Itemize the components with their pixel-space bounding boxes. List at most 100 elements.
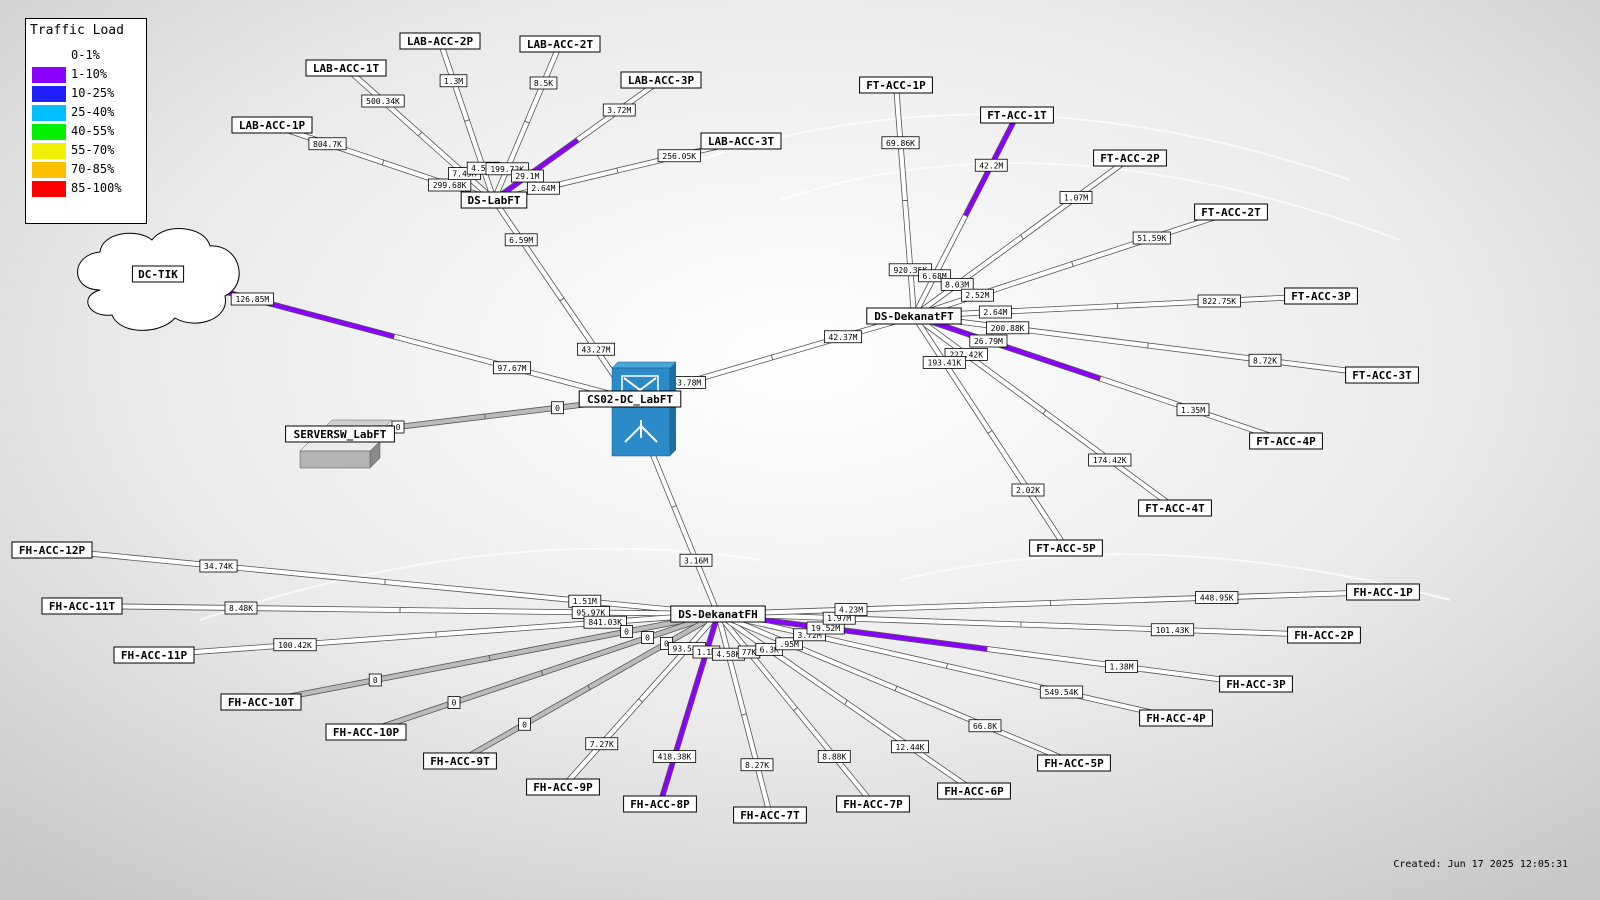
bandwidth-label-text: .95M xyxy=(780,640,799,649)
node-fh-acc-12p[interactable]: FH-ACC-12P xyxy=(11,541,93,559)
bandwidth-label-text: 8.88K xyxy=(822,753,846,762)
node-fh-acc-10t[interactable]: FH-ACC-10T xyxy=(220,693,302,711)
bandwidth-label: 8.03M xyxy=(940,277,974,291)
node-ft-acc-2t[interactable]: FT-ACC-2T xyxy=(1194,203,1268,221)
node-lab-acc-3p[interactable]: LAB-ACC-3P xyxy=(620,71,702,89)
legend-item-25-40: 25-40% xyxy=(30,103,144,122)
bandwidth-label-text: 0 xyxy=(664,639,669,648)
bandwidth-label-text: 6.3K xyxy=(760,645,779,654)
node-ds-dekanatfh[interactable]: DS-DekanatFH xyxy=(670,605,766,623)
bandwidth-label-box xyxy=(224,601,258,615)
legend-label: 10-25% xyxy=(71,86,115,100)
node-label-box xyxy=(980,106,1054,124)
bandwidth-label: 8.72K xyxy=(1248,353,1282,367)
node-label-text: FH-ACC-12P xyxy=(19,544,86,557)
bandwidth-label-text: 2.64M xyxy=(531,184,555,193)
node-label-box xyxy=(937,782,1011,800)
bandwidth-label-text: 500.34K xyxy=(366,97,400,106)
bandwidth-label-box xyxy=(1059,191,1093,204)
bandwidth-label-box xyxy=(1197,294,1241,308)
node-lab-acc-2t[interactable]: LAB-ACC-2T xyxy=(519,35,601,53)
legend-swatch xyxy=(32,86,66,102)
node-lab-acc-3t[interactable]: LAB-ACC-3T xyxy=(700,132,782,150)
bandwidth-label: 822.75K xyxy=(1197,294,1241,308)
bandwidth-label: 1.07M xyxy=(1059,191,1093,204)
node-label-box xyxy=(1345,366,1419,384)
node-ft-acc-4t[interactable]: FT-ACC-4T xyxy=(1138,499,1212,517)
bandwidth-label-text: 8.27K xyxy=(745,761,769,770)
node-label-box xyxy=(285,425,395,443)
node-serversw[interactable]: SERVERSW_LabFT xyxy=(285,425,395,443)
node-lab-acc-2p[interactable]: LAB-ACC-2P xyxy=(399,32,481,50)
node-ft-acc-5p[interactable]: FT-ACC-5P xyxy=(1029,539,1103,557)
node-ds-dekanatft[interactable]: DS-DekanatFT xyxy=(866,307,962,325)
node-label-box xyxy=(1037,754,1111,772)
bandwidth-label-box xyxy=(308,137,347,151)
node-ft-acc-3t[interactable]: FT-ACC-3T xyxy=(1345,366,1419,384)
node-fh-acc-5p[interactable]: FH-ACC-5P xyxy=(1037,754,1111,772)
bandwidth-label-text: 42.2M xyxy=(979,161,1003,170)
bandwidth-label-text: 1.07M xyxy=(1064,194,1088,203)
node-fh-acc-9t[interactable]: FH-ACC-9T xyxy=(423,752,497,770)
bandwidth-label-text: 0 xyxy=(452,699,457,708)
node-label-box xyxy=(733,806,807,824)
node-label-box xyxy=(305,59,387,77)
node-label-text: FH-ACC-7T xyxy=(740,809,800,822)
node-fh-acc-3p[interactable]: FH-ACC-3P xyxy=(1219,675,1293,693)
node-fh-acc-10p[interactable]: FH-ACC-10P xyxy=(325,723,407,741)
legend-item-1-10: 1-10% xyxy=(30,65,144,84)
node-ft-acc-2p[interactable]: FT-ACC-2P xyxy=(1093,149,1167,167)
bandwidth-label: 34.74K xyxy=(199,559,238,573)
node-fh-acc-11t[interactable]: FH-ACC-11T xyxy=(41,597,123,615)
bandwidth-label-text: 549.54K xyxy=(1045,688,1079,697)
node-ft-acc-1p[interactable]: FT-ACC-1P xyxy=(859,76,933,94)
bandwidth-label-text: 7.27K xyxy=(590,740,614,749)
node-lab-acc-1t[interactable]: LAB-ACC-1T xyxy=(305,59,387,77)
bandwidth-label: 2.52M xyxy=(961,288,994,302)
bandwidth-label-text: 0 xyxy=(373,676,378,685)
node-ft-acc-3p[interactable]: FT-ACC-3P xyxy=(1284,287,1358,305)
node-fh-acc-11p[interactable]: FH-ACC-11P xyxy=(113,646,195,664)
bandwidth-label-box xyxy=(817,750,851,763)
bandwidth-label: 100.42K xyxy=(273,638,317,652)
bandwidth-label: 4.58K xyxy=(712,647,745,661)
node-core[interactable]: CS02-DC_LabFT xyxy=(578,390,682,408)
bandwidth-label-box xyxy=(273,638,317,652)
node-label-box xyxy=(113,646,195,664)
bandwidth-label-text: 4.58K xyxy=(716,650,740,659)
node-fh-acc-8p[interactable]: FH-ACC-8P xyxy=(623,795,697,813)
node-fh-acc-9p[interactable]: FH-ACC-9P xyxy=(526,778,600,796)
node-ft-acc-1t[interactable]: FT-ACC-1T xyxy=(980,106,1054,124)
node-fh-acc-1p[interactable]: FH-ACC-1P xyxy=(1346,583,1420,601)
node-label-text: FT-ACC-3T xyxy=(1352,369,1412,382)
bandwidth-label: 6.59M xyxy=(504,233,538,247)
bandwidth-label-box xyxy=(1132,231,1171,245)
bandwidth-label-box xyxy=(1011,483,1045,497)
bandwidth-label: 0 xyxy=(368,673,382,687)
node-label-box xyxy=(1249,432,1323,450)
bandwidth-label-text: 126.85M xyxy=(236,295,270,304)
bandwidth-label-text: 66.8K xyxy=(973,722,997,731)
node-ft-acc-4p[interactable]: FT-ACC-4P xyxy=(1249,432,1323,450)
bandwidth-label-text: 0 xyxy=(522,720,527,729)
node-ds-labft[interactable]: DS-LabFT xyxy=(460,191,528,209)
bandwidth-label-text: 0 xyxy=(624,628,629,637)
bandwidth-label-box xyxy=(527,181,560,195)
node-lab-acc-1p[interactable]: LAB-ACC-1P xyxy=(231,116,313,134)
node-label-box xyxy=(1287,626,1361,644)
node-dc-tik[interactable]: DC-TIK xyxy=(131,265,185,283)
node-fh-acc-7p[interactable]: FH-ACC-7P xyxy=(836,795,910,813)
bandwidth-label-box xyxy=(583,615,627,629)
node-fh-acc-2p[interactable]: FH-ACC-2P xyxy=(1287,626,1361,644)
legend-swatch xyxy=(32,143,66,159)
node-fh-acc-6p[interactable]: FH-ACC-6P xyxy=(937,782,1011,800)
bandwidth-label: 3.16M xyxy=(679,553,713,567)
bandwidth-label-text: 100.42K xyxy=(278,641,312,650)
bandwidth-label: 3.72M xyxy=(602,103,636,117)
node-fh-acc-4p[interactable]: FH-ACC-4P xyxy=(1139,709,1213,727)
bandwidth-label-text: 1.38M xyxy=(1109,663,1133,672)
node-label-text: FH-ACC-11P xyxy=(121,649,188,662)
node-fh-acc-7t[interactable]: FH-ACC-7T xyxy=(733,806,807,824)
bandwidth-label-box xyxy=(439,74,468,88)
legend-item-55-70: 55-70% xyxy=(30,141,144,160)
